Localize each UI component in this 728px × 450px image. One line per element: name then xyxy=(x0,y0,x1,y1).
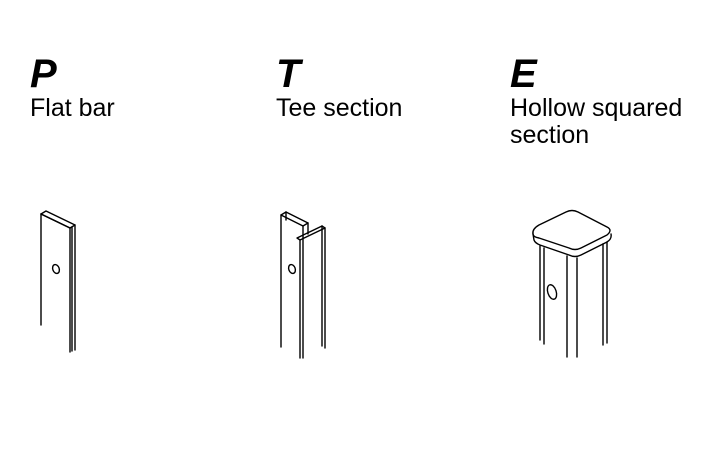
hollow-square-section-icon xyxy=(532,209,612,358)
profile-code: T xyxy=(276,52,301,96)
profile-name: Hollow squared section xyxy=(510,94,683,149)
profile-code: E xyxy=(510,52,537,96)
flat-bar-icon xyxy=(40,210,76,353)
profile-name: Flat bar xyxy=(30,94,115,122)
profile-code: P xyxy=(30,52,57,96)
profile-name: Tee section xyxy=(276,94,403,122)
tee-section-icon xyxy=(280,211,326,359)
